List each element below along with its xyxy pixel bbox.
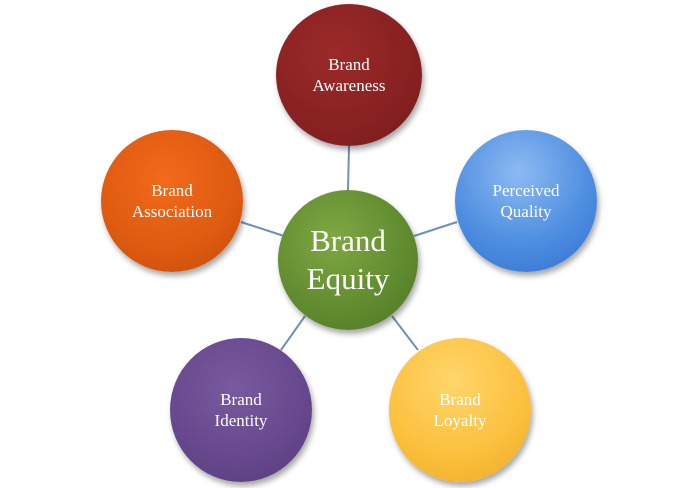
node-label: Perceived Quality: [492, 181, 560, 221]
node-brand-loyalty: Brand Loyalty: [389, 338, 531, 482]
node-label: Brand Association: [131, 181, 213, 221]
node-perceived-quality: Perceived Quality: [455, 130, 597, 272]
node-brand-identity: Brand Identity: [170, 338, 312, 482]
node-label: Brand Awareness: [312, 55, 386, 95]
node-brand-equity: Brand Equity: [278, 190, 418, 330]
node-brand-awareness: Brand Awareness: [276, 4, 422, 146]
node-label: Brand Loyalty: [433, 390, 487, 430]
connector-identity: [280, 315, 306, 351]
connector-association: [240, 221, 285, 237]
connector-quality: [413, 221, 458, 237]
center-label: Brand Equity: [306, 223, 390, 296]
node-label: Brand Identity: [214, 390, 268, 430]
node-brand-association: Brand Association: [101, 130, 243, 272]
connector-loyalty: [391, 315, 419, 351]
connector-awareness: [347, 145, 350, 191]
